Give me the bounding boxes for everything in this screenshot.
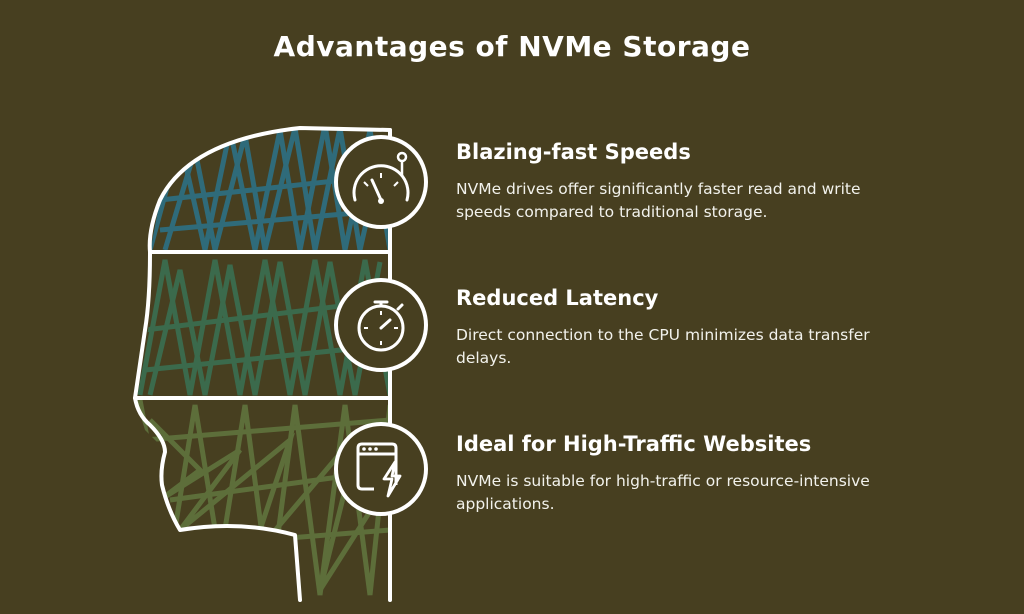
page-title: Advantages of NVMe Storage — [273, 30, 751, 63]
browser-lightning-icon — [334, 422, 428, 516]
advantage-heading: Reduced Latency — [456, 286, 659, 310]
advantage-description: Direct connection to the CPU minimizes d… — [456, 326, 870, 367]
advantage-description: NVMe drives offer significantly faster r… — [456, 180, 861, 221]
speedometer-icon — [334, 135, 428, 229]
stopwatch-icon — [334, 278, 428, 372]
advantage-item: Ideal for High-Traffic Websites NVMe is … — [456, 432, 896, 516]
advantage-item: Blazing-fast Speeds NVMe drives offer si… — [456, 140, 896, 224]
advantage-item: Reduced Latency Direct connection to the… — [456, 286, 896, 370]
advantage-heading: Blazing-fast Speeds — [456, 140, 691, 164]
advantage-description: NVMe is suitable for high-traffic or res… — [456, 472, 870, 513]
advantage-heading: Ideal for High-Traffic Websites — [456, 432, 812, 456]
